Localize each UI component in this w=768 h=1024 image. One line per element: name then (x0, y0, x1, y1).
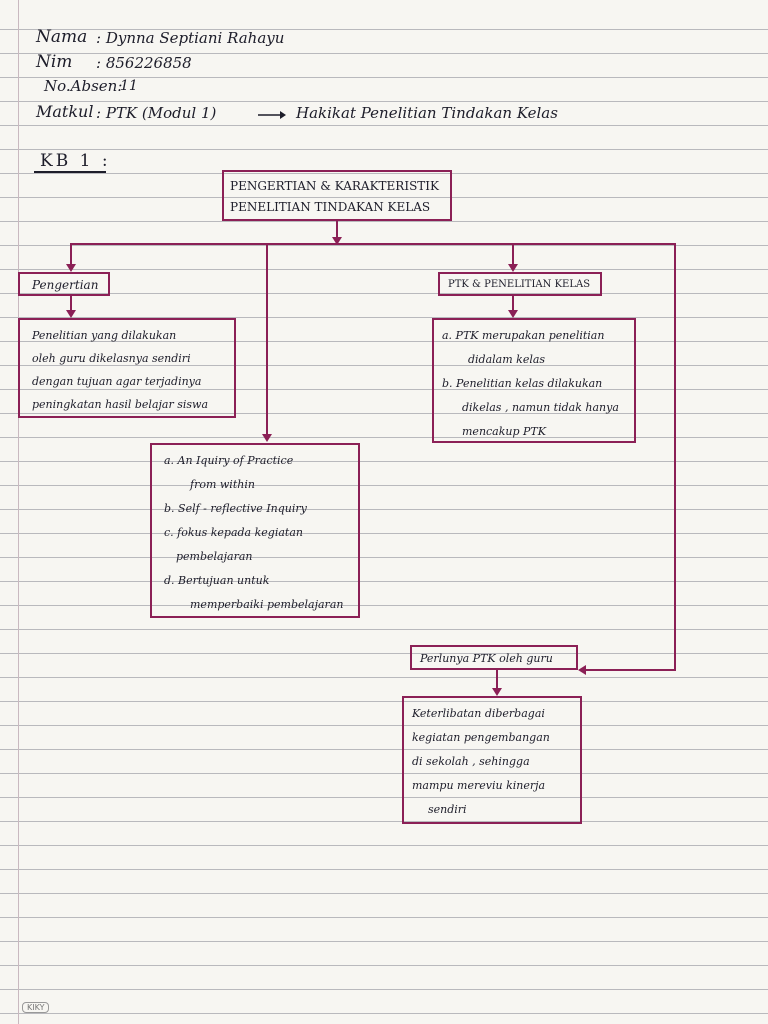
ptk-line-5: mencakup PTK (462, 425, 546, 438)
ptk-definition-box: a. PTK merupakan penelitian didalam kela… (432, 318, 636, 443)
matkul-value: : PTK (Modul 1) (96, 104, 217, 122)
ptk-connector (512, 296, 514, 312)
nama-label: Nama (36, 27, 88, 47)
arrowhead-karakteristik (262, 434, 272, 442)
karakteristik-line-7: memperbaiki pembelajaran (190, 598, 344, 611)
karakteristik-line-5: pembelajaran (176, 550, 253, 563)
arrowhead-ptk-def (508, 310, 518, 318)
arrowhead-perlunya (578, 665, 586, 675)
branch-pengertian (70, 243, 72, 265)
perlunya-definition-box: Keterlibatan diberbagai kegiatan pengemb… (402, 696, 582, 824)
root-down-connector (336, 221, 338, 243)
brand-stamp: KIKY (22, 1002, 50, 1013)
margin-line (18, 0, 19, 1024)
perlunya-line-3: di sekolah , sehingga (412, 755, 530, 768)
root-title-line2: PENELITIAN TINDAKAN KELAS (230, 200, 431, 214)
pengertian-line-1: Penelitian yang dilakukan (32, 329, 177, 342)
pengertian-line-3: dengan tujuan agar terjadinya (32, 375, 202, 388)
pengertian-title-box: Pengertian (18, 272, 110, 296)
root-box: PENGERTIAN & KARAKTERISTIK PENELITIAN TI… (222, 170, 452, 221)
karakteristik-box: a. An Iquiry of Practice from within b. … (150, 443, 360, 618)
perlunya-title: Perlunya PTK oleh guru (420, 652, 553, 665)
nama-value: : Dynna Septiani Rahayu (96, 29, 285, 47)
perlunya-connector (496, 670, 498, 690)
pengertian-connector (70, 296, 72, 312)
absen-label: No.Absen: (44, 77, 123, 95)
pengertian-definition-box: Penelitian yang dilakukan oleh guru dike… (18, 318, 236, 418)
branch-ptk (512, 243, 514, 265)
nim-label: Nim (36, 52, 73, 72)
perlunya-line-5: sendiri (428, 803, 467, 816)
ptk-title: PTK & PENELITIAN KELAS (448, 279, 591, 290)
branch-perlunya-right (674, 243, 676, 670)
perlunya-line-4: mampu mereviu kinerja (412, 779, 546, 792)
pengertian-line-4: peningkatan hasil belajar siswa (32, 398, 209, 411)
branch-perlunya-bottom (584, 669, 676, 671)
ptk-line-4: dikelas , namun tidak hanya (462, 401, 619, 414)
matkul-label: Matkul (36, 102, 94, 121)
ptk-title-box: PTK & PENELITIAN KELAS (438, 272, 602, 296)
branch-karakteristik (266, 243, 268, 435)
ptk-line-2: didalam kelas (468, 353, 546, 366)
kb-label: KB 1 : (40, 151, 111, 171)
perlunya-title-box: Perlunya PTK oleh guru (410, 645, 578, 670)
perlunya-line-1: Keterlibatan diberbagai (412, 707, 545, 720)
matkul-topic: Hakikat Penelitian Tindakan Kelas (296, 104, 558, 122)
arrowhead-perlunya-def (492, 688, 502, 696)
ptk-line-3: b. Penelitian kelas dilakukan (442, 377, 603, 390)
arrowhead-pengertian (66, 264, 76, 272)
karakteristik-line-4: c. fokus kepada kegiatan (164, 526, 303, 539)
arrowhead-pengertian-def (66, 310, 76, 318)
root-arrowhead (332, 237, 342, 245)
karakteristik-line-6: d. Bertujuan untuk (164, 574, 270, 587)
arrow-right-icon (258, 111, 286, 119)
kb-underline (34, 171, 106, 173)
perlunya-line-2: kegiatan pengembangan (412, 731, 550, 744)
nim-value: : 856226858 (96, 54, 192, 72)
karakteristik-line-3: b. Self - reflective Inquiry (164, 502, 307, 515)
pengertian-line-2: oleh guru dikelasnya sendiri (32, 352, 191, 365)
arrowhead-ptk (508, 264, 518, 272)
karakteristik-line-2: from within (190, 478, 255, 491)
main-branch-line (70, 243, 676, 245)
absen-value: 11 (120, 78, 138, 94)
karakteristik-line-1: a. An Iquiry of Practice (164, 454, 294, 467)
pengertian-title: Pengertian (32, 278, 99, 292)
ptk-line-1: a. PTK merupakan penelitian (442, 329, 605, 342)
root-title-line1: PENGERTIAN & KARAKTERISTIK (230, 179, 440, 193)
